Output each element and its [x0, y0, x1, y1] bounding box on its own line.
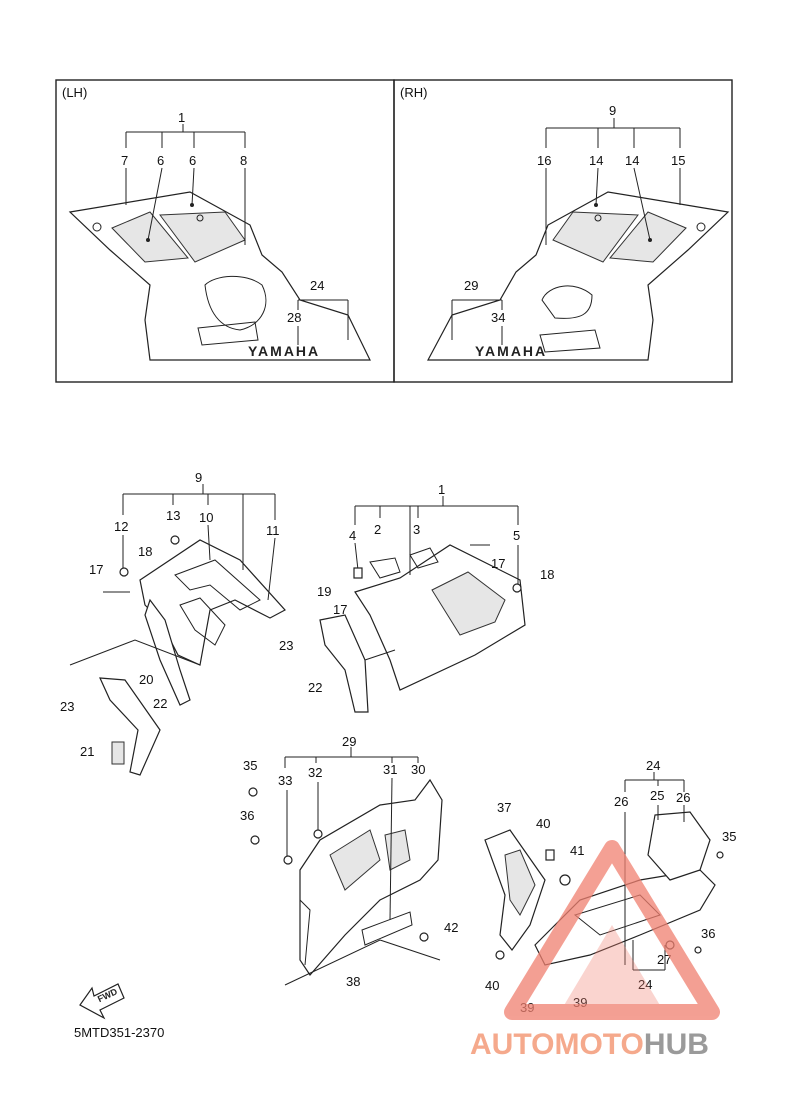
- under-right-callout-36: 36: [701, 926, 715, 941]
- rh-decal-yamaha: YAMAHA: [475, 343, 547, 359]
- center-callout-2: 2: [374, 522, 381, 537]
- under-left-callout-30: 30: [411, 762, 425, 777]
- rh-callout-9: 9: [609, 103, 616, 118]
- under-right-callout-24a: 24: [646, 758, 660, 773]
- left-callout-13: 13: [166, 508, 180, 523]
- center-callout-4: 4: [349, 528, 356, 543]
- left-callout-18: 18: [138, 544, 152, 559]
- left-callout-11: 11: [266, 523, 280, 538]
- left-callout-22: 22: [153, 696, 167, 711]
- watermark-text-b: HUB: [644, 1028, 709, 1061]
- center-callout-17a: 17: [491, 556, 505, 571]
- center-callout-18: 18: [540, 567, 554, 582]
- under-left-callout-29: 29: [342, 734, 356, 749]
- rh-fairing-drawing: YAMAHA: [427, 191, 730, 361]
- center-callout-17b: 17: [333, 602, 347, 617]
- under-left-callout-35: 35: [243, 758, 257, 773]
- under-right-callout-24b: 24: [638, 977, 652, 992]
- lh-callouts: 1 7 6 6 8 24 28: [121, 110, 349, 345]
- center-callout-22: 22: [308, 680, 322, 695]
- left-callout-21: 21: [80, 744, 94, 759]
- left-callout-17: 17: [89, 562, 103, 577]
- rh-callout-16: 16: [537, 153, 551, 168]
- rh-panel-label: (RH): [400, 85, 427, 100]
- under-right-callout-41: 41: [570, 843, 584, 858]
- left-callout-9: 9: [195, 470, 202, 485]
- lh-callout-6b: 6: [189, 153, 196, 168]
- lh-callout-24: 24: [310, 278, 324, 293]
- rh-panel-frame: [393, 79, 733, 383]
- under-right-callout-25: 25: [650, 788, 664, 803]
- under-right-callout-27: 27: [657, 952, 671, 967]
- rh-callouts: 9 16 14 14 15 29 34: [451, 103, 685, 345]
- rh-callout-34: 34: [491, 310, 505, 325]
- under-left-callout-36: 36: [240, 808, 254, 823]
- center-callout-5: 5: [513, 528, 520, 543]
- lh-panel-label: (LH): [62, 85, 87, 100]
- under-left-callout-31: 31: [383, 762, 397, 777]
- lh-callout-28: 28: [287, 310, 301, 325]
- under-right-callout-26b: 26: [676, 790, 690, 805]
- watermark: AUTOMOTOHUB: [470, 840, 720, 1061]
- under-right-callout-35: 35: [722, 829, 736, 844]
- watermark-text: AUTOMOTOHUB: [470, 1028, 709, 1061]
- left-cowl-assembly: 9 12 13 10 11 18 17 20 23 22 21: [60, 470, 286, 776]
- center-callout-1: 1: [438, 482, 445, 497]
- under-left-callout-33: 33: [278, 773, 292, 788]
- lh-fairing-drawing: YAMAHA: [68, 191, 371, 361]
- under-right-callout-26a: 26: [614, 794, 628, 809]
- under-cowl-left-assembly: 29 35 33 32 31 30 36 42 38: [240, 734, 458, 989]
- rh-callout-14a: 14: [589, 153, 603, 168]
- lh-callout-1: 1: [178, 110, 185, 125]
- under-right-callout-37: 37: [497, 800, 511, 815]
- under-left-callout-42: 42: [444, 920, 458, 935]
- rh-callout-14b: 14: [625, 153, 639, 168]
- lh-callout-8: 8: [240, 153, 247, 168]
- left-callout-20: 20: [139, 672, 153, 687]
- center-callout-23: 23: [279, 638, 293, 653]
- left-callout-23: 23: [60, 699, 74, 714]
- center-cowl-assembly: 1 4 2 3 5 17 18 19 17 23 22: [279, 482, 554, 713]
- watermark-text-a: AUTOMOTO: [470, 1028, 644, 1061]
- under-right-callout-40a: 40: [536, 816, 550, 831]
- center-callout-3: 3: [413, 522, 420, 537]
- lh-decal-yamaha: YAMAHA: [248, 343, 320, 359]
- lh-callout-7: 7: [121, 153, 128, 168]
- under-left-callout-38: 38: [346, 974, 360, 989]
- watermark-logo: [504, 840, 720, 1020]
- left-callout-10: 10: [199, 510, 213, 525]
- top-panels: (LH) (RH) YAMAHA 1: [55, 79, 733, 383]
- rh-callout-29: 29: [464, 278, 478, 293]
- under-left-callout-32: 32: [308, 765, 322, 780]
- fwd-arrow: FWD: [79, 983, 125, 1020]
- lh-callout-6a: 6: [157, 153, 164, 168]
- drawing-code: 5MTD351-2370: [74, 1025, 164, 1040]
- under-right-callout-40b: 40: [485, 978, 499, 993]
- center-callout-19: 19: [317, 584, 331, 599]
- rh-callout-15: 15: [671, 153, 685, 168]
- left-callout-12: 12: [114, 519, 128, 534]
